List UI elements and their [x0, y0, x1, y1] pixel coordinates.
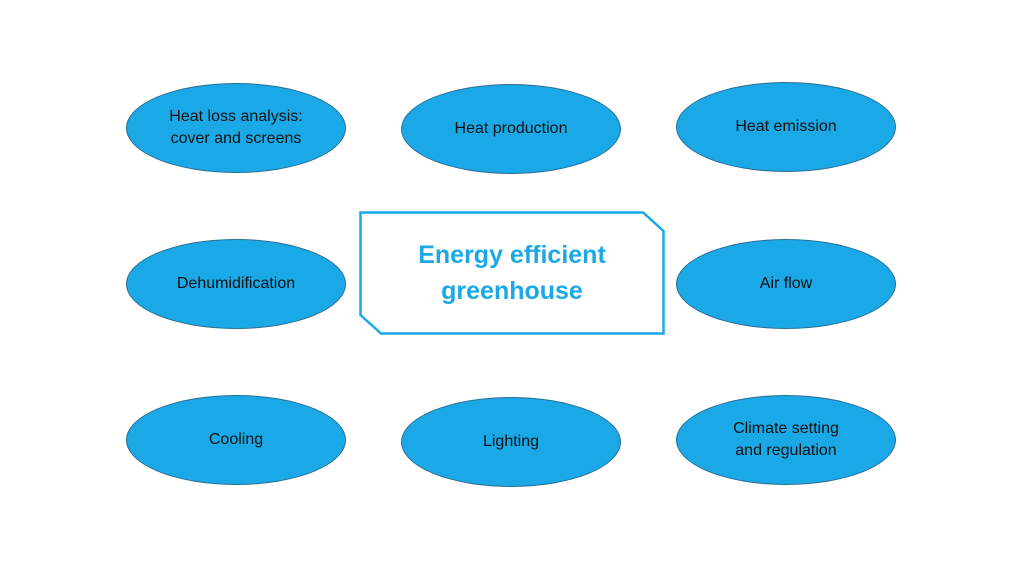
- center-concept-box: Energy efficient greenhouse: [359, 211, 665, 335]
- node-label: Heat production: [454, 120, 568, 137]
- node-label: Dehumidification: [176, 275, 296, 292]
- center-title: Energy efficient greenhouse: [418, 241, 606, 305]
- node-heat-loss-analysis: Heat loss analysis: cover and screens: [126, 83, 346, 173]
- node-label: Heat emission: [735, 118, 837, 135]
- node-label: Lighting: [482, 433, 540, 450]
- node-heat-production: Heat production: [401, 84, 621, 174]
- center-box-outline: [359, 211, 665, 335]
- node-label: Heat loss analysis: cover and screens: [169, 108, 303, 147]
- node-climate-setting: Climate setting and regulation: [676, 395, 896, 485]
- node-heat-emission: Heat emission: [676, 82, 896, 172]
- node-air-flow: Air flow: [676, 239, 896, 329]
- node-label: Air flow: [759, 275, 813, 292]
- node-lighting: Lighting: [401, 397, 621, 487]
- node-label: Cooling: [208, 431, 264, 448]
- node-cooling: Cooling: [126, 395, 346, 485]
- node-dehumidification: Dehumidification: [126, 239, 346, 329]
- node-label: Climate setting and regulation: [733, 420, 839, 459]
